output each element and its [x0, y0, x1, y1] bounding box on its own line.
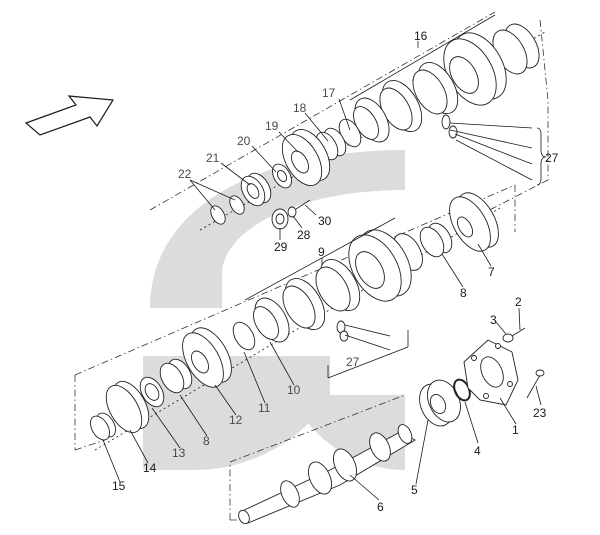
callout-9: 9 [318, 245, 325, 259]
callout-16: 16 [414, 29, 428, 43]
callout-28: 28 [297, 228, 311, 242]
callout-8-upper: 8 [460, 286, 467, 300]
callout-29: 29 [274, 240, 288, 254]
callout-27-upper: 27 [545, 151, 559, 165]
callout-2: 2 [515, 295, 522, 309]
callout-22: 22 [178, 167, 192, 181]
callout-1: 1 [512, 423, 519, 437]
callout-7: 7 [488, 265, 495, 279]
callout-3: 3 [490, 313, 497, 327]
middle-shaft-box [74, 184, 516, 451]
callout-13: 13 [172, 446, 186, 460]
callout-12: 12 [229, 413, 243, 427]
middle-assembly [90, 192, 499, 441]
callout-19: 19 [265, 119, 279, 133]
callout-18: 18 [293, 101, 307, 115]
lower-assembly [238, 327, 545, 525]
callout-4: 4 [474, 444, 481, 458]
upper-assembly [210, 23, 540, 230]
leader-lines [102, 14, 547, 501]
callout-30: 30 [318, 214, 332, 228]
callout-23: 23 [533, 406, 547, 420]
direction-arrow-icon [24, 95, 115, 136]
callout-11: 11 [258, 401, 271, 415]
callout-10: 10 [287, 383, 301, 397]
callout-27-middle: 27 [346, 355, 360, 369]
callout-14: 14 [143, 461, 157, 475]
callout-6: 6 [377, 500, 384, 514]
callout-17: 17 [322, 86, 336, 100]
callout-labels: 16 17 18 19 20 21 22 27 30 28 29 9 7 8 2… [112, 29, 559, 514]
callout-20: 20 [237, 134, 251, 148]
callout-21: 21 [206, 151, 220, 165]
callout-15: 15 [112, 479, 126, 493]
callout-5: 5 [411, 483, 418, 497]
callout-8-lower: 8 [203, 434, 210, 448]
middle-axis-line [94, 207, 501, 451]
